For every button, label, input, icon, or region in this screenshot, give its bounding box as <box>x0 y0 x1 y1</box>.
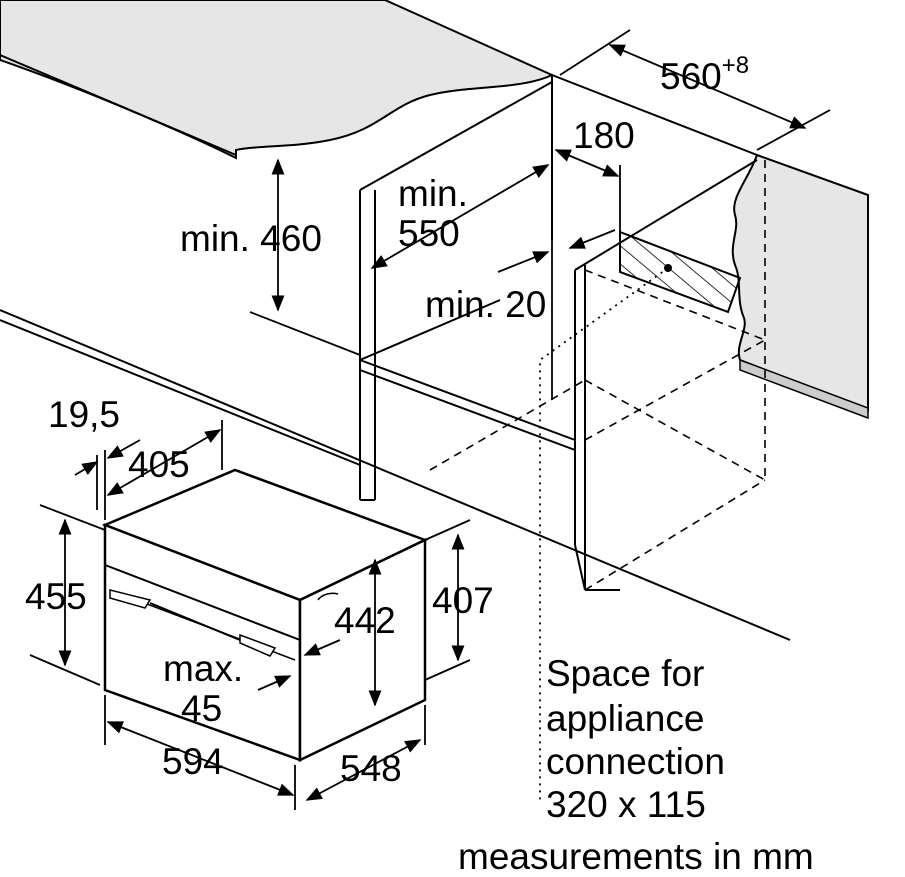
label-min-550-line1: min. <box>398 173 468 214</box>
countertop <box>0 0 555 160</box>
label-max-line2: 45 <box>181 688 223 729</box>
connection-text-line4: 320 x 115 <box>546 784 706 825</box>
label-405: 405 <box>128 444 190 485</box>
connection-text-line1: Space for <box>546 653 705 694</box>
connection-text-line3: connection <box>546 741 725 782</box>
label-594: 594 <box>162 741 224 782</box>
label-max-line1: max. <box>163 648 244 689</box>
dimension-lines <box>29 29 831 810</box>
label-depth-180: 180 <box>573 115 635 156</box>
width-tolerance: +8 <box>721 52 750 79</box>
label-442: 442 <box>334 600 396 641</box>
units-note: measurements in mm <box>458 836 814 877</box>
countertop-right <box>731 153 869 420</box>
label-455: 455 <box>25 576 87 617</box>
label-407: 407 <box>432 580 494 621</box>
niche-outline <box>429 160 766 591</box>
label-min-460: min. 460 <box>180 218 322 259</box>
label-min-20: min. 20 <box>425 284 547 325</box>
connection-text-line2: appliance <box>546 698 705 739</box>
label-width-560: 560+8 <box>660 54 749 97</box>
label-548: 548 <box>340 748 402 789</box>
width-value: 560 <box>660 56 722 97</box>
oven <box>101 468 429 762</box>
label-19-5: 19,5 <box>48 394 121 435</box>
connection-area <box>619 230 742 314</box>
countertop-edge <box>0 54 237 156</box>
label-min-550-line2: 550 <box>398 213 460 254</box>
